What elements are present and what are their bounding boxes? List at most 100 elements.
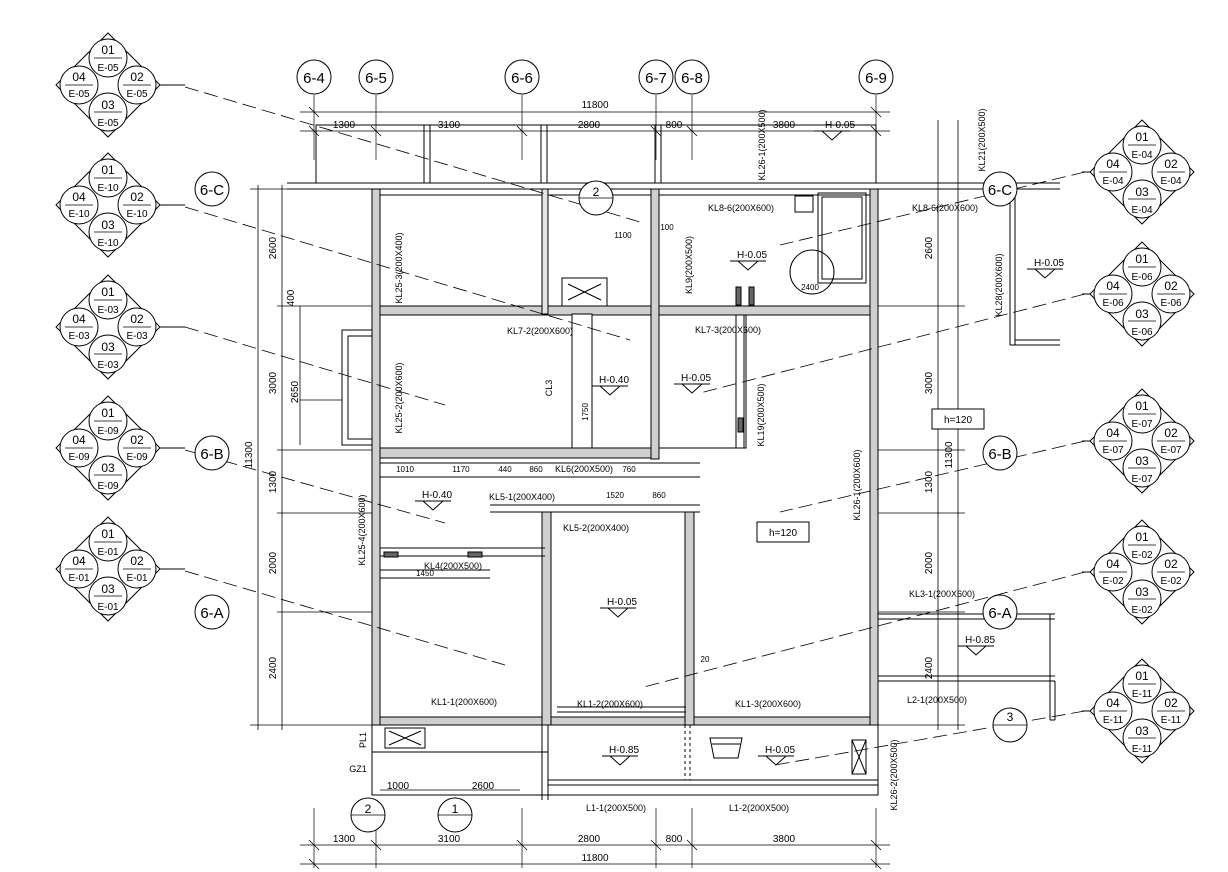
svg-text:2800: 2800: [578, 120, 601, 131]
inner-dimension-text: 1100 100 1010 1170 440 860 760 1520 860 …: [396, 223, 819, 664]
svg-text:2400: 2400: [801, 283, 819, 292]
svg-text:04: 04: [1106, 696, 1120, 710]
svg-text:04: 04: [1106, 426, 1120, 440]
svg-text:E-04: E-04: [1160, 176, 1182, 187]
svg-text:KL3-1(200X600): KL3-1(200X600): [909, 589, 975, 599]
svg-text:3: 3: [1007, 710, 1014, 724]
svg-text:01: 01: [101, 43, 115, 57]
svg-text:L1-1(200X500): L1-1(200X500): [586, 803, 646, 813]
svg-text:H-0.05: H-0.05: [737, 250, 767, 261]
svg-text:KL8-6(200X600): KL8-6(200X600): [912, 203, 978, 213]
svg-text:E-04: E-04: [1131, 150, 1153, 161]
svg-text:CL3: CL3: [544, 380, 554, 397]
svg-text:E-01: E-01: [126, 573, 148, 584]
svg-text:1: 1: [452, 802, 459, 816]
svg-text:E-04: E-04: [1131, 205, 1153, 216]
svg-text:11800: 11800: [581, 100, 609, 111]
svg-text:KL1-1(200X600): KL1-1(200X600): [431, 697, 497, 707]
level-mark-top: H-0.05: [813, 120, 855, 141]
svg-text:2400: 2400: [268, 656, 279, 679]
svg-text:1520: 1520: [606, 491, 624, 500]
svg-text:KL5-1(200X400): KL5-1(200X400): [489, 492, 555, 502]
svg-text:04: 04: [72, 312, 86, 326]
svg-text:H-0.40: H-0.40: [422, 490, 452, 501]
svg-text:1300: 1300: [268, 470, 279, 493]
svg-text:2600: 2600: [924, 236, 935, 259]
section-mark-top: 2: [578, 180, 614, 216]
svg-text:04: 04: [72, 433, 86, 447]
svg-text:2650: 2650: [290, 380, 301, 403]
svg-text:KL21(200X500): KL21(200X500): [977, 108, 987, 171]
svg-text:03: 03: [1135, 307, 1149, 321]
svg-text:GZ1: GZ1: [349, 764, 367, 774]
svg-text:KL26-2(200X500): KL26-2(200X500): [889, 739, 899, 810]
svg-text:E-05: E-05: [126, 89, 148, 100]
svg-text:6-8: 6-8: [681, 70, 703, 87]
svg-text:E-02: E-02: [1131, 605, 1153, 616]
svg-text:20: 20: [701, 655, 710, 664]
svg-text:6-B: 6-B: [988, 446, 1011, 463]
svg-text:KL25-4(200X600): KL25-4(200X600): [357, 494, 367, 565]
section-mark-bottom-1: 1: [437, 797, 473, 833]
level-mark-right-ext: H-0.05: [1026, 258, 1064, 279]
svg-text:6-9: 6-9: [865, 70, 887, 87]
svg-text:KL9(200X500): KL9(200X500): [684, 236, 694, 294]
svg-text:E-07: E-07: [1160, 445, 1182, 456]
right-dimension-text: 2600 3000 1300 2000 2400 11300: [924, 236, 955, 679]
axis-bubble-top-4: 6-7: [638, 59, 674, 95]
svg-text:2600: 2600: [472, 781, 495, 792]
svg-text:1000: 1000: [387, 781, 410, 792]
axis-bubble-left-a: 6-A: [194, 594, 230, 630]
left-dimension-text: 2600 3000 1300 2000 2400 11300 400 2650: [244, 236, 301, 679]
svg-text:01: 01: [1135, 130, 1149, 144]
axis-bubble-left-b: 6-B: [194, 435, 230, 471]
svg-text:3800: 3800: [773, 834, 796, 845]
svg-text:1300: 1300: [924, 470, 935, 493]
svg-text:800: 800: [666, 834, 683, 845]
svg-text:01: 01: [1135, 530, 1149, 544]
svg-text:E-05: E-05: [97, 118, 119, 129]
section-mark-bottom-2: 2: [350, 797, 386, 833]
svg-text:01: 01: [101, 285, 115, 299]
svg-text:1450: 1450: [416, 569, 434, 578]
svg-text:02: 02: [1164, 557, 1178, 571]
svg-text:2400: 2400: [924, 656, 935, 679]
svg-text:E-02: E-02: [1160, 576, 1182, 587]
detail-callout-left-5: 01 E-01 02 E-01 03 E-01 04 E-01: [55, 516, 185, 622]
svg-text:E-07: E-07: [1131, 474, 1153, 485]
left-dimension-lines: [250, 185, 372, 730]
svg-text:6-A: 6-A: [988, 605, 1011, 622]
top-dimension-lines: [300, 106, 890, 137]
beam-labels: KL1-1(200X600) KL1-2(200X600) KL1-3(200X…: [349, 108, 1004, 813]
svg-text:01: 01: [1135, 669, 1149, 683]
svg-text:E-10: E-10: [126, 209, 148, 220]
axis-bubble-right-a: 6-A: [982, 594, 1018, 630]
svg-text:02: 02: [1164, 696, 1178, 710]
svg-text:04: 04: [1106, 557, 1120, 571]
detail-callout-left-3: 01 E-03 02 E-03 03 E-03 04 E-03: [55, 274, 185, 380]
svg-text:760: 760: [622, 465, 636, 474]
svg-text:2000: 2000: [268, 551, 279, 574]
svg-text:E-02: E-02: [1131, 550, 1153, 561]
svg-text:6-C: 6-C: [200, 182, 224, 199]
svg-text:11800: 11800: [581, 853, 609, 864]
svg-text:E-06: E-06: [1131, 272, 1153, 283]
svg-text:6-6: 6-6: [511, 70, 533, 87]
svg-text:02: 02: [130, 433, 144, 447]
svg-text:01: 01: [1135, 399, 1149, 413]
level-mark-kitchen: H-0.05: [729, 250, 767, 271]
svg-text:04: 04: [72, 554, 86, 568]
axis-lines: [313, 95, 877, 868]
svg-text:E-11: E-11: [1161, 715, 1182, 726]
svg-text:KL19(200X500): KL19(200X500): [756, 383, 766, 446]
axis-bubble-top-3: 6-6: [504, 59, 540, 95]
svg-text:E-04: E-04: [1102, 176, 1124, 187]
axis-bubble-left-c: 6-C: [194, 171, 230, 207]
svg-text:KL28(200X600): KL28(200X600): [994, 253, 1004, 316]
svg-text:E-10: E-10: [68, 209, 90, 220]
svg-text:6-C: 6-C: [988, 182, 1012, 199]
svg-text:01: 01: [101, 527, 115, 541]
svg-text:02: 02: [130, 70, 144, 84]
svg-text:H-0.85: H-0.85: [609, 745, 639, 756]
svg-text:PL1: PL1: [358, 732, 368, 748]
